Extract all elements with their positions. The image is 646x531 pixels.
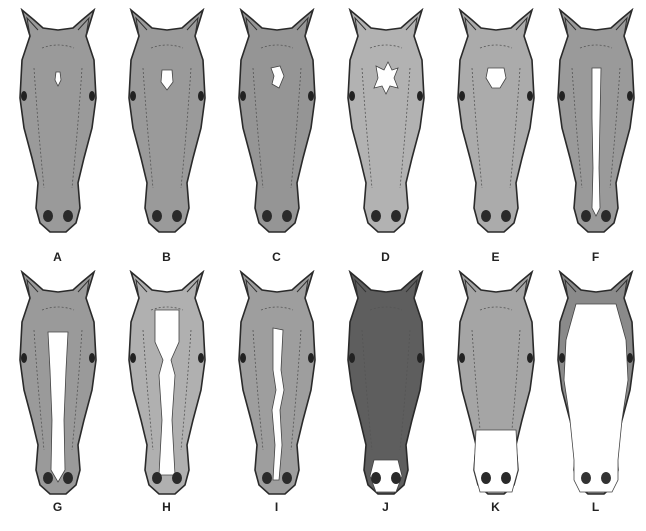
horse-head-drawing: [336, 8, 436, 240]
left-nostril: [481, 472, 491, 484]
right-eye: [89, 91, 95, 101]
horse-head-drawing: [117, 8, 217, 240]
right-nostril: [391, 210, 401, 222]
right-eye: [627, 91, 633, 101]
panel-label: K: [446, 500, 546, 514]
panel-label: I: [227, 500, 327, 514]
left-nostril: [371, 472, 381, 484]
right-eye: [627, 353, 633, 363]
horse-head-drawing: [446, 8, 546, 240]
white-marking: [564, 304, 628, 492]
left-eye: [559, 91, 565, 101]
horse-head-panel-h: H: [117, 270, 217, 528]
panel-label: D: [336, 250, 436, 264]
right-nostril: [601, 472, 611, 484]
panel-label: F: [546, 250, 646, 264]
head-outline: [458, 10, 534, 232]
left-eye: [21, 353, 27, 363]
horse-head-panel-c: C: [227, 8, 327, 266]
horse-head-drawing: [546, 270, 646, 502]
left-eye: [240, 353, 246, 363]
left-eye: [130, 91, 136, 101]
left-nostril: [43, 210, 53, 222]
left-eye: [130, 353, 136, 363]
right-nostril: [172, 210, 182, 222]
head-outline: [239, 10, 315, 232]
horse-head-panel-b: B: [117, 8, 217, 266]
horse-head-panel-e: E: [446, 8, 546, 266]
horse-head-panel-f: F: [546, 8, 646, 266]
right-nostril: [282, 210, 292, 222]
right-eye: [527, 91, 533, 101]
horse-head-drawing: [8, 270, 108, 502]
horse-head-drawing: [336, 270, 436, 502]
right-nostril: [601, 210, 611, 222]
panel-label: G: [8, 500, 108, 514]
left-nostril: [581, 472, 591, 484]
horse-head-panel-d: D: [336, 8, 436, 266]
right-eye: [527, 353, 533, 363]
right-eye: [417, 353, 423, 363]
right-eye: [198, 353, 204, 363]
right-nostril: [63, 472, 73, 484]
left-eye: [459, 353, 465, 363]
left-eye: [240, 91, 246, 101]
left-nostril: [481, 210, 491, 222]
left-nostril: [262, 210, 272, 222]
right-eye: [417, 91, 423, 101]
right-eye: [308, 353, 314, 363]
right-eye: [89, 353, 95, 363]
left-nostril: [262, 472, 272, 484]
right-nostril: [63, 210, 73, 222]
left-eye: [459, 91, 465, 101]
left-nostril: [581, 210, 591, 222]
left-eye: [349, 353, 355, 363]
head-outline: [348, 10, 424, 232]
left-eye: [559, 353, 565, 363]
right-nostril: [501, 472, 511, 484]
left-nostril: [371, 210, 381, 222]
horse-head-drawing: [8, 8, 108, 240]
horse-head-drawing: [227, 270, 327, 502]
right-eye: [198, 91, 204, 101]
horse-head-panel-j: J: [336, 270, 436, 528]
panel-label: C: [227, 250, 327, 264]
horse-head-drawing: [446, 270, 546, 502]
panel-label: B: [117, 250, 217, 264]
left-eye: [21, 91, 27, 101]
horse-head-panel-l: L: [546, 270, 646, 528]
right-nostril: [501, 210, 511, 222]
panel-label: J: [336, 500, 436, 514]
white-marking: [474, 430, 518, 492]
horse-head-drawing: [117, 270, 217, 502]
horse-head-drawing: [546, 8, 646, 240]
head-outline: [129, 10, 205, 232]
left-nostril: [152, 210, 162, 222]
panel-label: L: [546, 500, 646, 514]
horse-head-panel-i: I: [227, 270, 327, 528]
right-nostril: [172, 472, 182, 484]
panel-label: H: [117, 500, 217, 514]
head-outline: [20, 10, 96, 232]
panel-label: E: [446, 250, 546, 264]
left-eye: [349, 91, 355, 101]
right-nostril: [391, 472, 401, 484]
panel-label: A: [8, 250, 108, 264]
right-nostril: [282, 472, 292, 484]
right-eye: [308, 91, 314, 101]
horse-head-panel-g: G: [8, 270, 108, 528]
left-nostril: [152, 472, 162, 484]
white-marking: [592, 68, 601, 216]
left-nostril: [43, 472, 53, 484]
horse-head-drawing: [227, 8, 327, 240]
horse-head-panel-k: K: [446, 270, 546, 528]
horse-head-panel-a: A: [8, 8, 108, 266]
